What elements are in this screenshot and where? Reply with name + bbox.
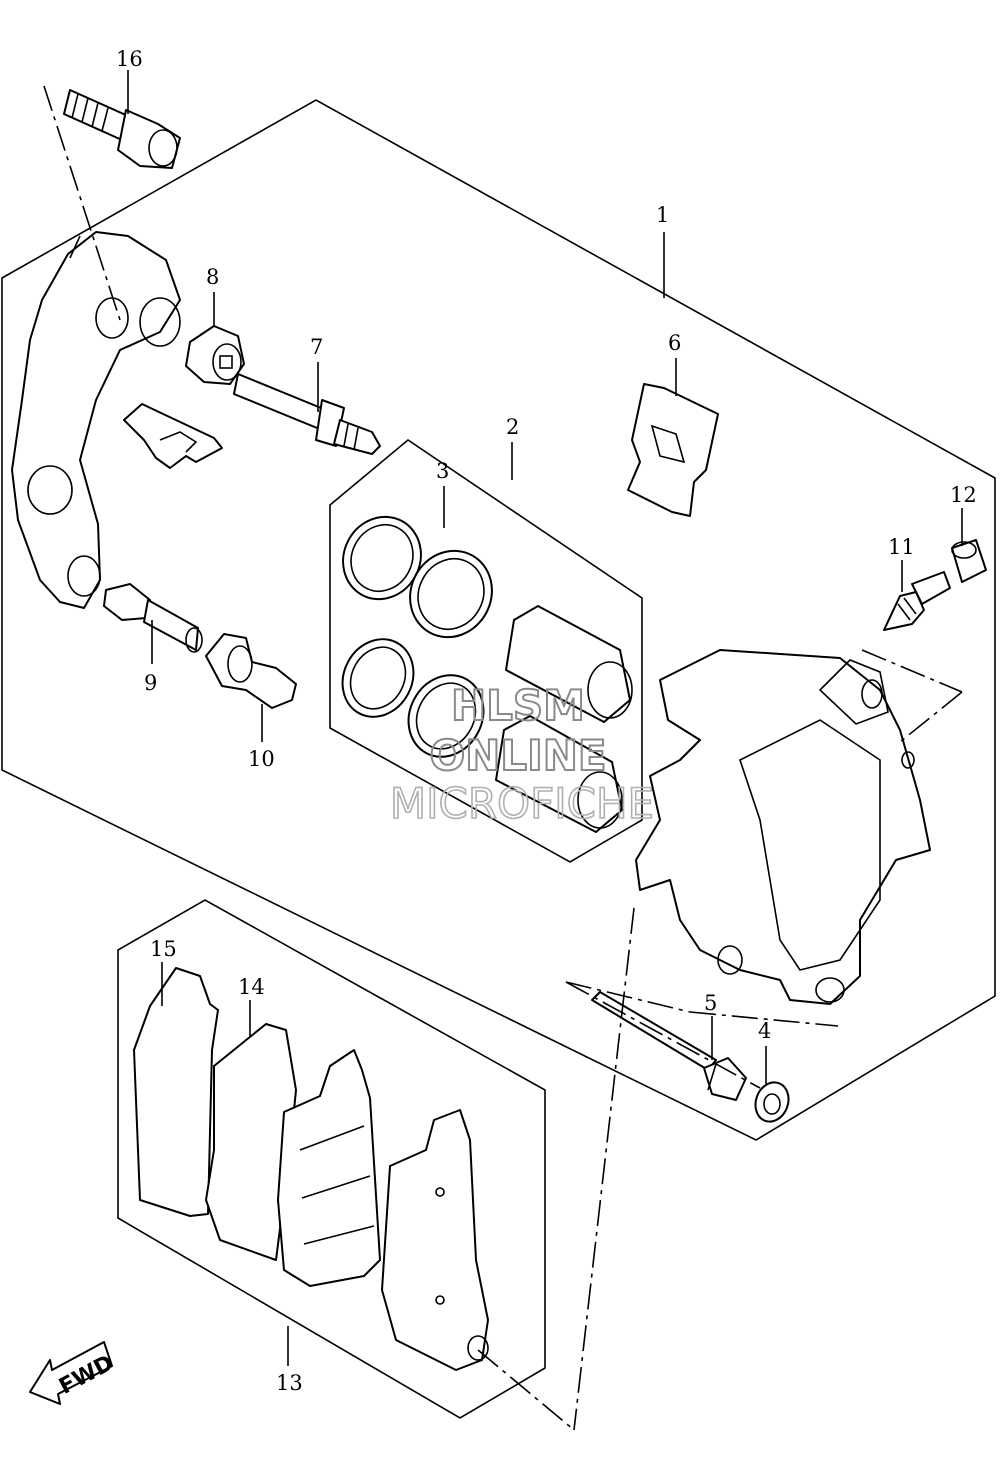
watermark-line-1: HLSM [451,681,585,730]
pad-pin-part-5 [591,991,747,1101]
caliper-assembly-frame [1,99,996,1141]
caliper-pistons [495,605,633,833]
callout-8: 8 [206,265,219,289]
brake-pad-inner [277,1049,381,1287]
callout-15: 15 [150,937,177,961]
centerline-pad-pin-upper [565,981,691,1013]
bleeder-cap-part-12 [951,539,987,583]
centerline-pads [573,907,635,1431]
piston-seals-part-3 [341,515,493,758]
watermark-line-2: ONLINE [429,731,606,780]
centerline-bleeder [861,649,963,693]
bleeder-valve-part-11 [883,571,951,631]
slide-pin-part-9 [103,583,203,653]
pad-spring-clip [123,403,223,469]
pad-pin-plug-part-4 [754,1081,790,1123]
callout-10: 10 [248,747,275,771]
callout-4: 4 [758,1019,771,1043]
callout-5: 5 [704,991,717,1015]
slide-pin-part-7 [233,373,381,455]
boot-part-10 [205,633,297,709]
callout-9: 9 [144,671,157,695]
callout-6: 6 [668,331,681,355]
centerline-bleeder-2 [899,691,963,743]
forward-direction-arrow: FWD [29,1341,118,1405]
pad-shim-part-15 [133,967,219,1217]
watermark: HLSM ONLINE MICROFICHE [389,680,655,829]
caliper-bracket [11,231,181,609]
seal-kit-frame [329,439,643,863]
callout-14: 14 [238,975,265,999]
caliper-body [635,649,931,1005]
pad-spring-part-6 [627,383,719,517]
pad-set-frame [117,899,546,1419]
mounting-bolt-part-16 [63,89,181,169]
callout-13: 13 [276,1371,303,1395]
callout-11: 11 [888,535,915,559]
brake-pad-outer [381,1109,489,1371]
callout-2: 2 [506,415,519,439]
centerline-pad-pin-diag [565,981,761,1089]
boot-part-8 [185,325,245,385]
callout-1: 1 [656,203,669,227]
callout-3: 3 [436,459,449,483]
centerline-pads-lower [477,1349,575,1431]
callout-12: 12 [950,483,977,507]
centerline-pad-pin-lower [689,1011,839,1027]
callout-7: 7 [310,335,323,359]
callout-16: 16 [116,47,143,71]
watermark-line-3: MICROFICHE [390,779,654,828]
